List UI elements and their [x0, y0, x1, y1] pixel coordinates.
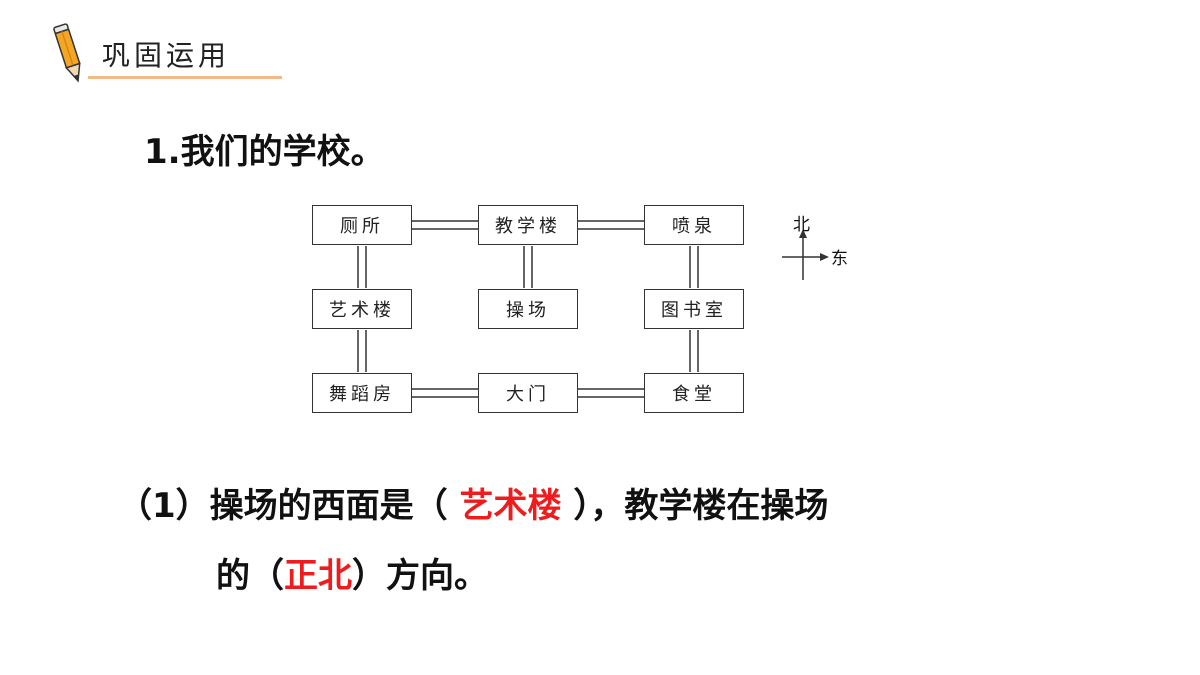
pencil-icon	[53, 23, 81, 83]
room-art-building: 艺术楼	[312, 289, 412, 329]
room-canteen: 食堂	[644, 373, 744, 413]
room-library: 图书室	[644, 289, 744, 329]
room-fountain: 喷泉	[644, 205, 744, 245]
room-playground: 操场	[478, 289, 578, 329]
compass-north-label: 北	[793, 215, 810, 235]
room-dance-room: 舞蹈房	[312, 373, 412, 413]
answer-fill-direction: 正北	[284, 556, 352, 596]
sub-question-number: （1）	[118, 486, 210, 526]
question-title: 1.我们的学校。	[144, 132, 385, 172]
answer-line-1: （1）操场的西面是（ 艺术楼 ），教学楼在操场	[118, 478, 828, 527]
map-paths	[357, 220, 829, 398]
header-underline	[88, 76, 282, 79]
school-map: 厕所 教学楼 喷泉 艺术楼 操场 图书室 舞蹈房 大门 食堂 北 东	[306, 200, 866, 420]
answer-text-1: 操场的西面是（	[209, 486, 460, 526]
section-title: 巩固运用	[102, 39, 231, 72]
room-toilet: 厕所	[312, 205, 412, 245]
answer-fill-west: 艺术楼	[459, 486, 562, 526]
section-header: 巩固运用	[52, 18, 284, 84]
compass-east-label: 东	[831, 249, 848, 269]
answer-text-2: ），教学楼在操场	[561, 486, 829, 526]
answer-text-3: 的（	[216, 556, 284, 596]
answer-line-2: 的（正北）方向。	[216, 548, 488, 597]
room-teaching-building: 教学楼	[478, 205, 578, 245]
room-gate: 大门	[478, 373, 578, 413]
answer-text-4: ）方向。	[352, 556, 488, 596]
